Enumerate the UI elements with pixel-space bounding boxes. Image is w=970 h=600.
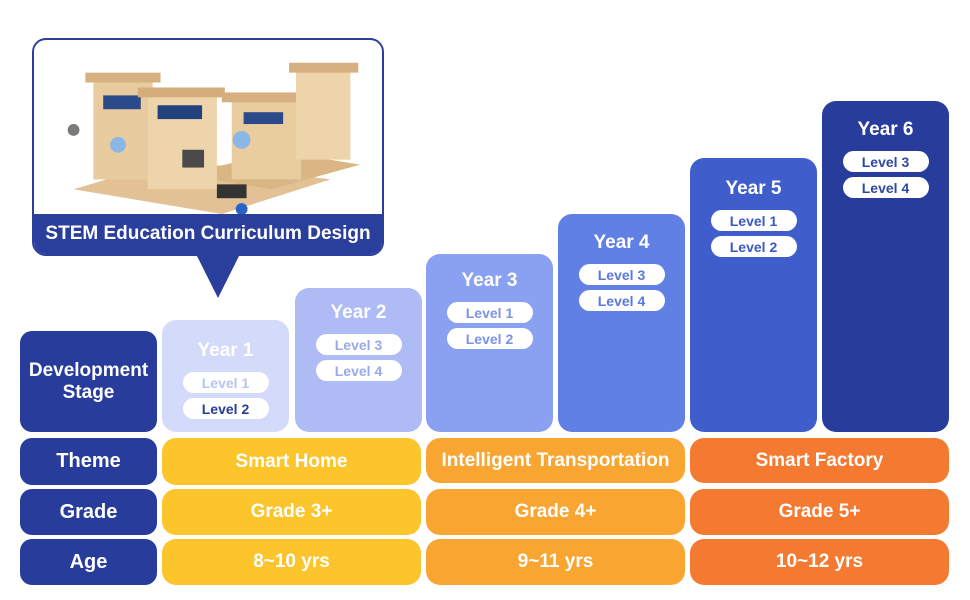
curriculum-callout: STEM Education Curriculum Design — [32, 38, 384, 256]
level-pill: Level 1 — [710, 210, 797, 231]
row-label-development-stage: Development Stage — [20, 331, 157, 432]
stage-year-label: Year 5 — [725, 178, 782, 199]
age-cell-8-10: 8~10 yrs — [162, 539, 421, 585]
theme-cell-smart-factory: Smart Factory — [690, 438, 949, 483]
level-pill: Level 4 — [842, 177, 929, 198]
stage-bar-year-1: Year 1 Level 1 Level 2 — [162, 320, 289, 432]
age-cell-10-12: 10~12 yrs — [690, 539, 949, 585]
age-cell-9-11: 9~11 yrs — [426, 539, 685, 585]
level-pill: Level 4 — [315, 360, 402, 381]
theme-cell-smart-home: Smart Home — [162, 438, 421, 485]
row-label-grade: Grade — [20, 489, 157, 535]
level-pill: Level 2 — [710, 236, 797, 257]
row-label-age: Age — [20, 539, 157, 585]
grade-cell-5: Grade 5+ — [690, 489, 949, 535]
level-pill: Level 2 — [446, 328, 533, 349]
theme-cell-intelligent-transportation: Intelligent Transportation — [426, 438, 685, 483]
stage-bar-year-4: Year 4 Level 3 Level 4 — [558, 214, 685, 432]
level-pill: Level 3 — [315, 334, 402, 355]
grade-cell-4: Grade 4+ — [426, 489, 685, 535]
level-pill: Level 3 — [842, 151, 929, 172]
stage-year-label: Year 2 — [330, 302, 387, 323]
wooden-kit-illustration — [34, 41, 382, 217]
grade-cell-3: Grade 3+ — [162, 489, 421, 535]
stage-bar-year-2: Year 2 Level 3 Level 4 — [295, 288, 422, 432]
row-label-theme: Theme — [20, 438, 157, 485]
stage-year-label: Year 4 — [593, 232, 650, 253]
level-pill: Level 1 — [182, 372, 269, 393]
level-pill: Level 1 — [446, 302, 533, 323]
stage-bar-year-5: Year 5 Level 1 Level 2 — [690, 158, 817, 432]
level-pill: Level 2 — [182, 398, 269, 419]
callout-pointer — [196, 254, 240, 298]
level-pill: Level 4 — [578, 290, 665, 311]
stage-year-label: Year 1 — [197, 340, 254, 361]
stage-bar-year-6: Year 6 Level 3 Level 4 — [822, 101, 949, 432]
callout-title: STEM Education Curriculum Design — [34, 214, 382, 254]
stage-bar-year-3: Year 3 Level 1 Level 2 — [426, 254, 553, 432]
stage-year-label: Year 3 — [461, 270, 518, 291]
stage-year-label: Year 6 — [857, 119, 914, 140]
level-pill: Level 3 — [578, 264, 665, 285]
